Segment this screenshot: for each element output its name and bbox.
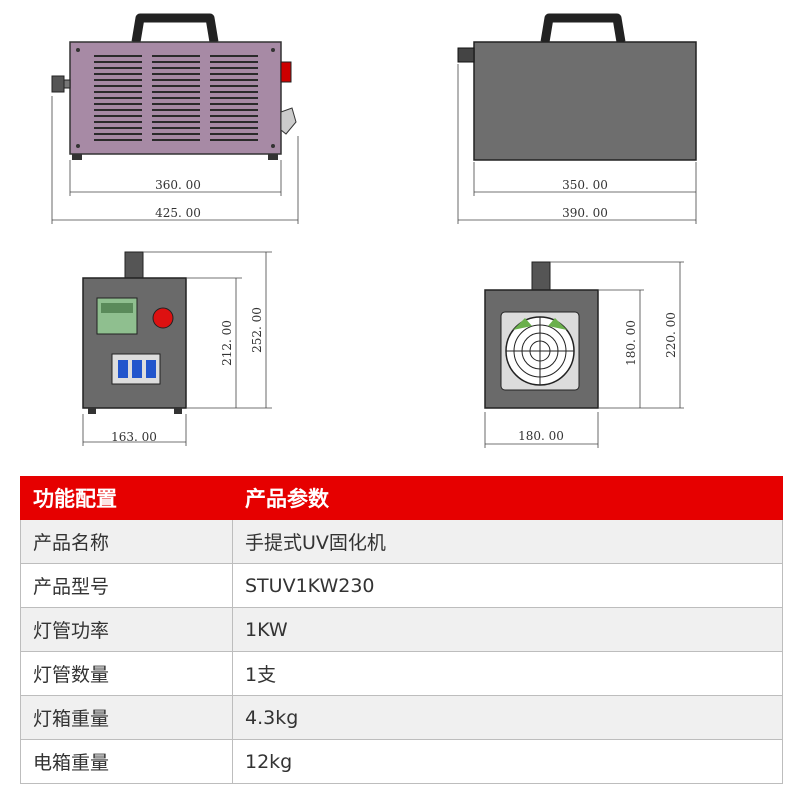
table-row: 电箱重量 12kg bbox=[20, 739, 783, 784]
technical-drawings: 360. 00 425. 00 350. 00 390. 00 212. 00 … bbox=[51, 13, 697, 448]
front-inner-width-label: 360. 00 bbox=[155, 178, 201, 192]
row-value: 12kg bbox=[232, 739, 783, 784]
front-view-drawing bbox=[51, 13, 299, 224]
side-width-label: 163. 00 bbox=[111, 430, 157, 444]
row-label: 产品名称 bbox=[20, 519, 233, 564]
table-row: 灯箱重量 4.3kg bbox=[20, 695, 783, 740]
side-body-height-label: 212. 00 bbox=[220, 320, 234, 366]
table-row: 灯管数量 1支 bbox=[20, 651, 783, 696]
row-value: 4.3kg bbox=[232, 695, 783, 740]
fan-body-height-label: 180. 00 bbox=[624, 320, 638, 366]
fan-width-label: 180. 00 bbox=[518, 429, 564, 443]
header-product-params: 产品参数 bbox=[232, 476, 783, 520]
table-row: 灯管功率 1KW bbox=[20, 607, 783, 652]
spec-table: 功能配置 产品参数 产品名称 手提式UV固化机 产品型号 STUV1KW230 … bbox=[20, 476, 783, 784]
table-row: 产品型号 STUV1KW230 bbox=[20, 563, 783, 608]
top-outer-width-label: 390. 00 bbox=[562, 206, 608, 220]
top-inner-width-label: 350. 00 bbox=[562, 178, 608, 192]
row-value: 1支 bbox=[232, 651, 783, 696]
row-label: 产品型号 bbox=[20, 563, 233, 608]
row-value: 1KW bbox=[232, 607, 783, 652]
table-header-row: 功能配置 产品参数 bbox=[20, 476, 783, 520]
table-row: 产品名称 手提式UV固化机 bbox=[20, 519, 783, 564]
row-value: 手提式UV固化机 bbox=[232, 519, 783, 564]
row-label: 灯管数量 bbox=[20, 651, 233, 696]
front-outer-width-label: 425. 00 bbox=[155, 206, 201, 220]
row-label: 电箱重量 bbox=[20, 739, 233, 784]
header-function-config: 功能配置 bbox=[20, 476, 233, 520]
side-total-height-label: 252. 00 bbox=[250, 307, 264, 353]
fan-total-height-label: 220. 00 bbox=[664, 312, 678, 358]
row-value: STUV1KW230 bbox=[232, 563, 783, 608]
side-view-drawing bbox=[82, 251, 272, 446]
top-view-drawing bbox=[457, 13, 697, 224]
fan-view-drawing bbox=[484, 261, 684, 448]
row-label: 灯箱重量 bbox=[20, 695, 233, 740]
row-label: 灯管功率 bbox=[20, 607, 233, 652]
